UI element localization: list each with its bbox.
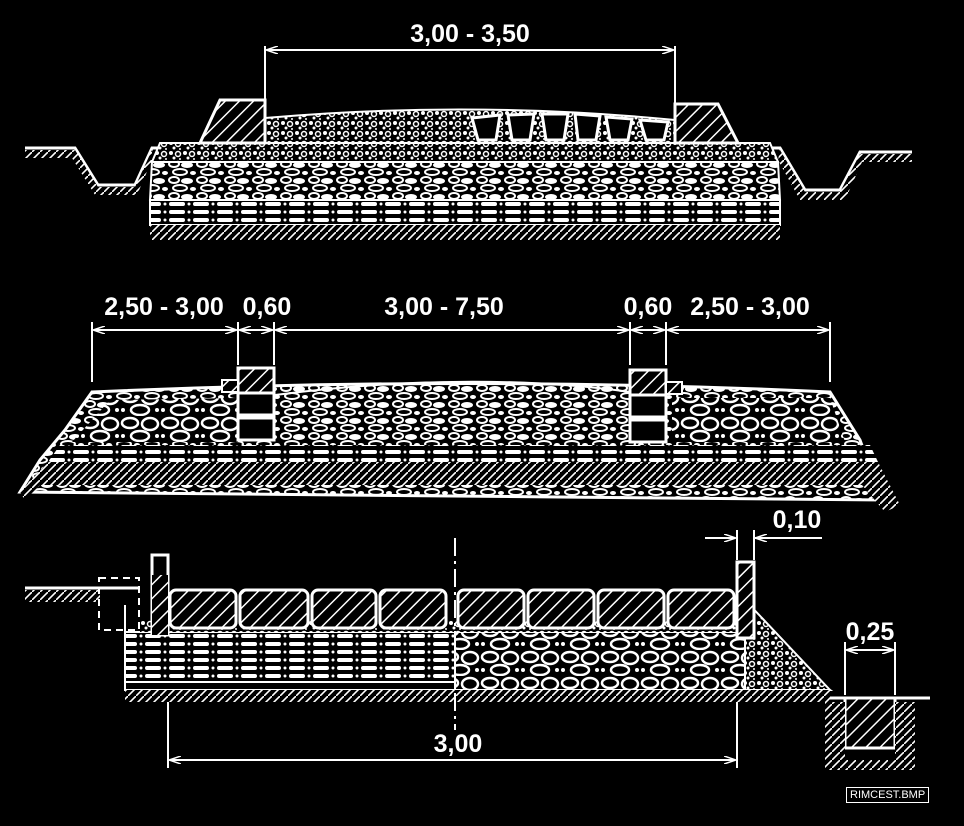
dimension-curb-width: [705, 530, 822, 560]
curb-right-bottom: [628, 418, 668, 444]
section-3-detail-with-drain: 0,10 0,25 3,00: [25, 506, 930, 770]
filename-watermark: RIMCEST.BMP: [846, 787, 930, 803]
curb-left-bottom: [236, 416, 276, 442]
curb-left: [197, 98, 267, 145]
subgrade-ground: [125, 690, 830, 702]
curb-left-middle: [236, 391, 276, 417]
existing-curb-dashed: [98, 577, 140, 631]
pavement-width-label: 3,00: [434, 730, 483, 758]
slope-ground: [20, 462, 900, 512]
paving-slabs: [168, 588, 736, 630]
surface-gravel: [264, 108, 676, 144]
curb-right-label: 0,60: [624, 293, 673, 321]
base-layer: [149, 199, 781, 226]
drain-channel: [843, 696, 897, 750]
curb-right-middle: [628, 393, 668, 419]
curb-right-vertical: [735, 560, 756, 640]
carriageway-label: 3,00 - 7,50: [384, 293, 504, 321]
width-label: 3,00 - 3,50: [410, 20, 530, 48]
shoulder-right-label: 2,50 - 3,00: [690, 293, 810, 321]
curb-left-top: [236, 366, 276, 395]
ditch-width-label: 0,25: [846, 618, 895, 646]
shoulder-right: [672, 398, 845, 442]
carriageway-top: [274, 380, 631, 396]
dimension-width: [264, 46, 676, 112]
dimension-pavement-width: [167, 702, 738, 768]
paving-blocks: [470, 112, 670, 142]
section-2-road-with-shoulders: 2,50 - 3,00 0,60 3,00 - 7,50 0,60 2,50 -…: [17, 293, 900, 512]
curb-left-label: 0,60: [243, 293, 292, 321]
sand-layer: [124, 631, 456, 683]
dimension-ditch-width: [844, 642, 896, 695]
embankment-slope: [744, 597, 833, 691]
curb-right: [673, 102, 741, 145]
curb-right-step: [665, 381, 683, 395]
dimension-chain: [91, 322, 831, 382]
section-1-rural-road: 3,00 - 3,50: [25, 20, 912, 240]
subgrade: [150, 225, 780, 240]
curb-width-label: 0,10: [773, 506, 822, 534]
curb-left-step: [221, 379, 239, 393]
gravel-layer: [150, 142, 780, 163]
curb-right-top: [628, 368, 668, 397]
base-course: [48, 445, 878, 462]
shoulder-left: [72, 398, 238, 442]
shoulder-left-label: 2,50 - 3,00: [104, 293, 224, 321]
stone-layer: [148, 161, 782, 201]
